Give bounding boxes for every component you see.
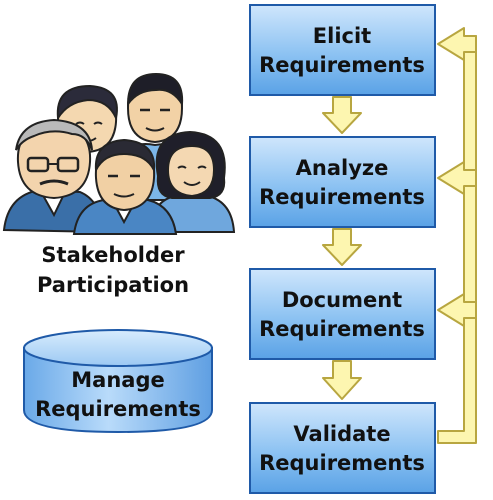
manage-label-line1: Manage [71,368,164,392]
down-arrow-1 [322,96,362,134]
feedback-arrow-document [437,293,477,327]
stakeholder-label-line1: Stakeholder [41,243,185,267]
stakeholder-label-line2: Participation [37,273,189,297]
feedback-arrow-elicit [437,27,477,61]
step-document: Document Requirements [249,268,436,360]
feedback-loop [437,27,477,444]
cylinder-body [23,347,213,434]
step-validate-line1: Validate [293,422,390,446]
step-elicit: Elicit Requirements [249,4,436,96]
person-front-right [148,130,236,233]
step-validate-line2: Requirements [259,451,425,475]
flow-arrows [322,96,362,400]
step-elicit-line2: Requirements [259,53,425,77]
step-validate-box [249,402,436,494]
manage-label-line2: Requirements [35,397,201,421]
feedback-arrow-analyze [437,161,477,195]
person-front-middle [72,138,178,235]
database-cylinder-icon [23,329,213,434]
step-validate: Validate Requirements [249,402,436,494]
step-elicit-box [249,4,436,96]
step-document-box [249,268,436,360]
people-group-icon [2,72,236,235]
step-analyze-line2: Requirements [259,185,425,209]
down-arrow-2 [322,228,362,266]
step-analyze: Analyze Requirements [249,136,436,228]
cylinder-top [23,329,213,367]
step-elicit-line1: Elicit [313,24,371,48]
step-document-line2: Requirements [259,317,425,341]
step-analyze-box [249,136,436,228]
step-document-line1: Document [282,288,402,312]
down-arrow-3 [322,360,362,400]
person-front-left [2,118,106,234]
step-analyze-line1: Analyze [296,156,389,180]
feedback-loop-channel [437,35,477,444]
